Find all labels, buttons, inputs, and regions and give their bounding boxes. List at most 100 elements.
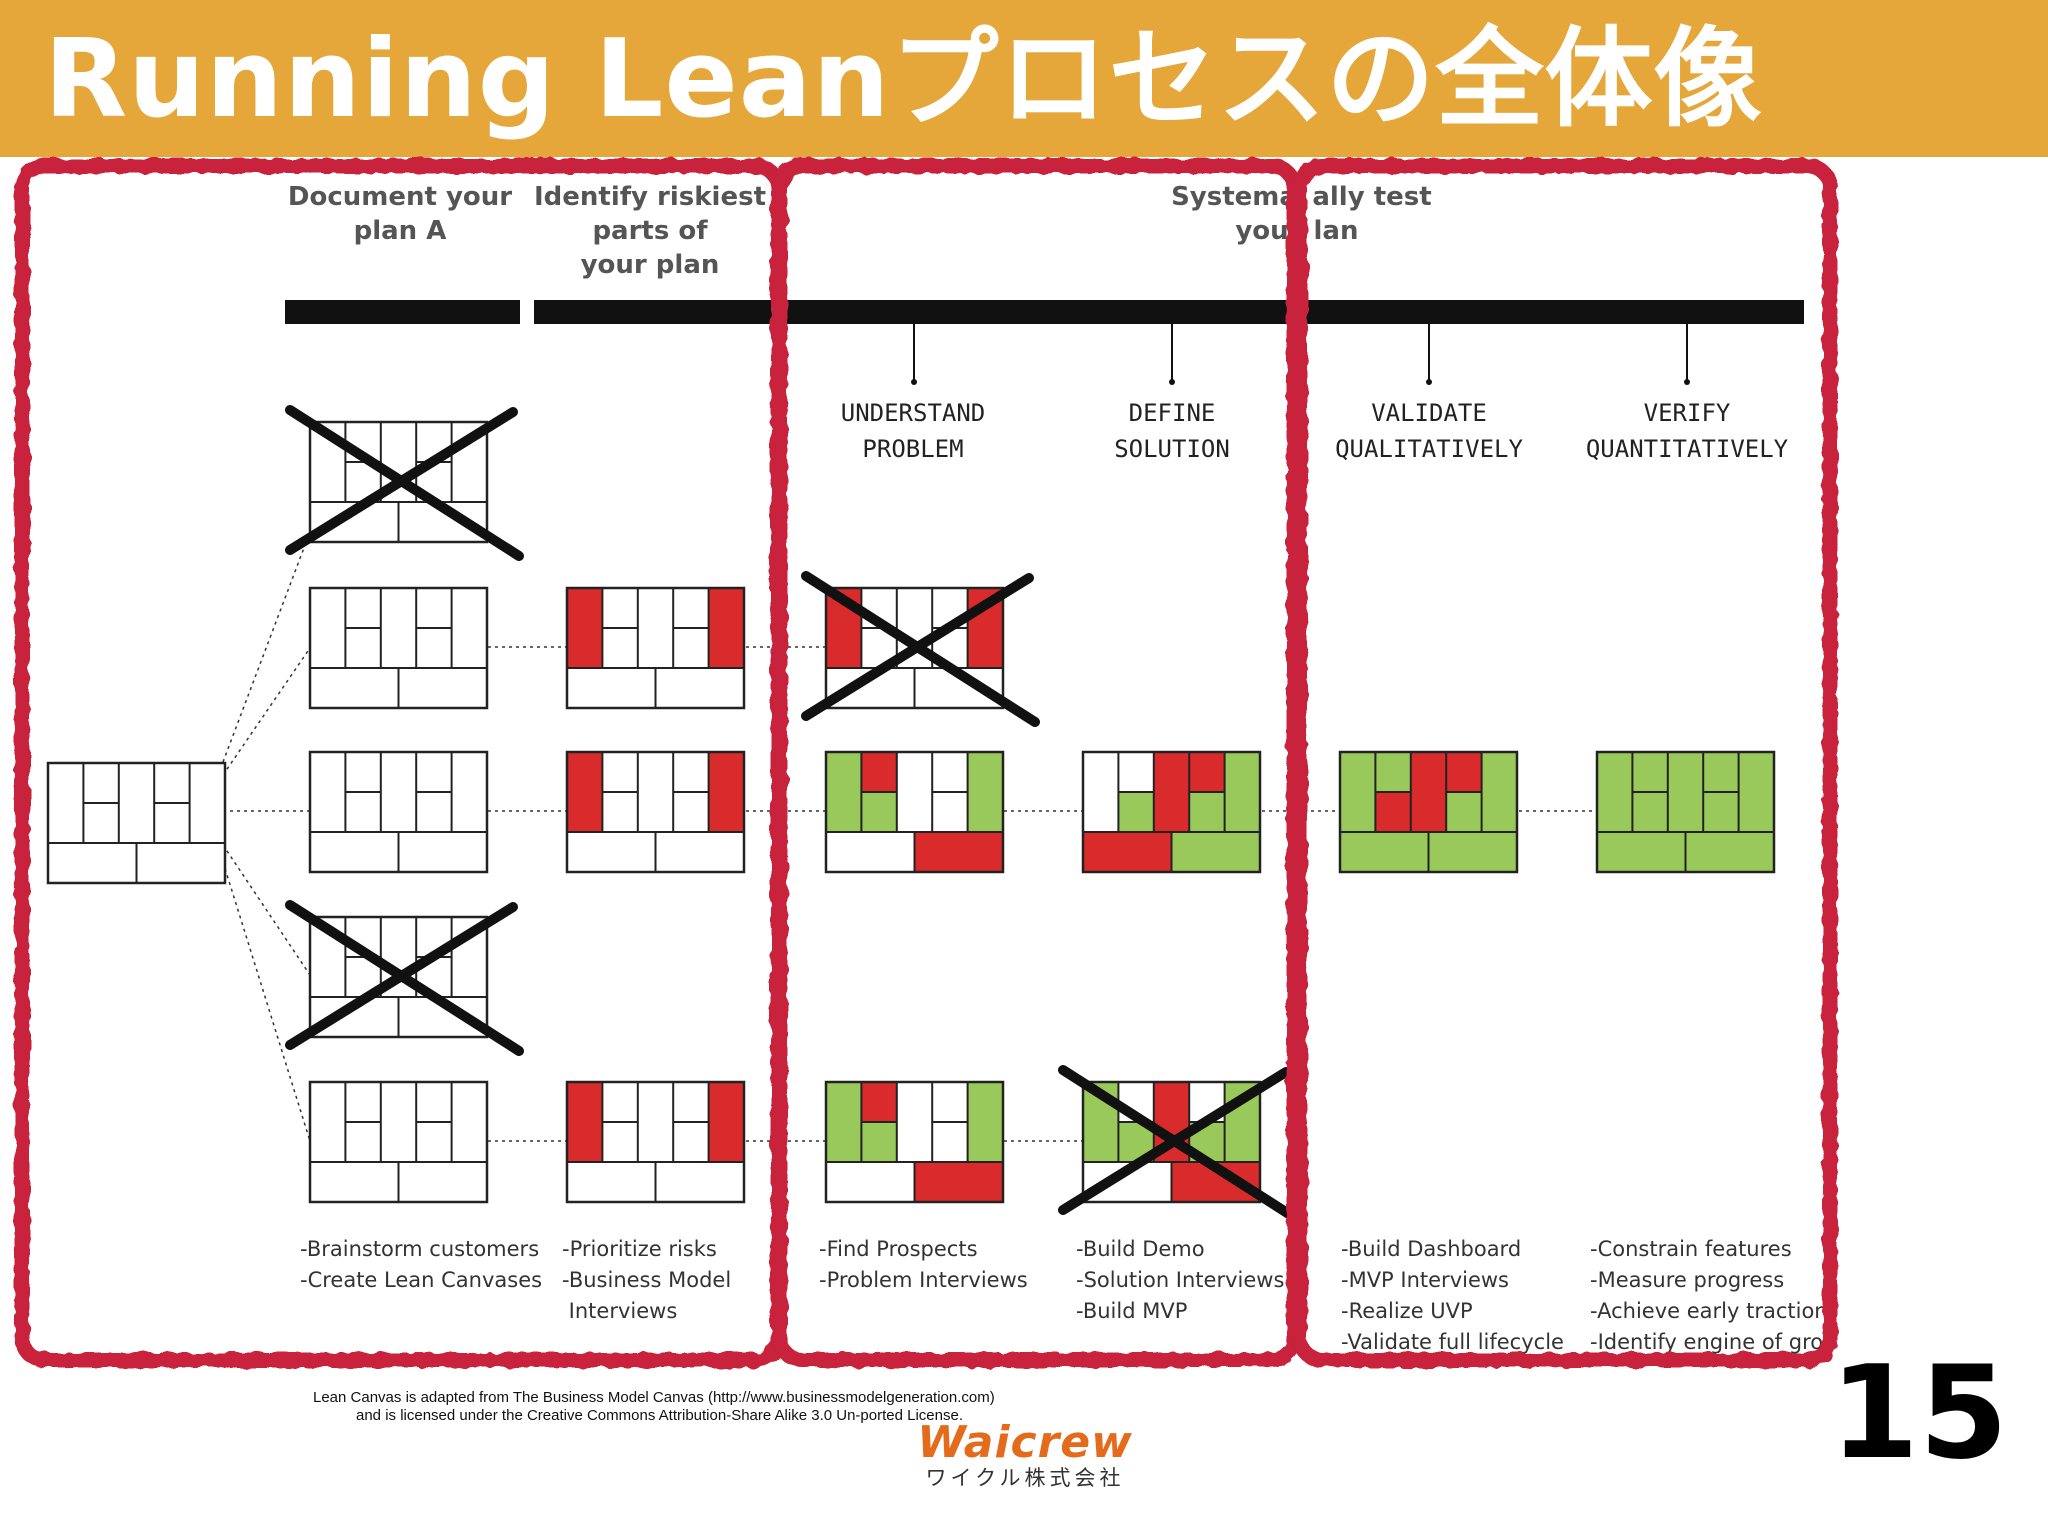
timeline-ticks — [911, 324, 1690, 385]
canvas-cell-validated — [967, 1082, 1003, 1162]
canvas-cell-validated — [1189, 792, 1225, 832]
canvas-border — [1081, 750, 1262, 874]
activity-2-line3: Interviews — [562, 1299, 677, 1323]
canvas-border — [308, 750, 489, 874]
canvas-cell-risk — [1189, 752, 1225, 792]
canvas-border — [824, 586, 1005, 710]
canvas-cell-risk — [567, 588, 603, 668]
header-identify-risks-line3: your plan — [581, 250, 720, 280]
highlight-frame-3 — [1292, 158, 1838, 1368]
cross-out-mark — [1058, 1065, 1297, 1221]
canvas-cell-risk — [708, 588, 744, 668]
highlight-frames — [14, 158, 1838, 1368]
lean-canvas-start — [46, 761, 227, 885]
canvas-cell-validated — [1171, 832, 1260, 872]
cross-out-mark — [285, 900, 524, 1056]
stage-label-4-line1: VERIFY — [1644, 399, 1731, 427]
cross-stroke-2 — [285, 407, 518, 555]
canvas-cell-risk — [1375, 792, 1411, 832]
lean-canvas-c3r2 — [801, 571, 1040, 727]
cross-stroke-2 — [1058, 1067, 1291, 1215]
canvas-border — [308, 915, 489, 1039]
activity-1-line1: -Brainstorm customers — [300, 1237, 539, 1261]
header-identify-risks-line1: Identify riskiest — [534, 182, 766, 212]
cross-stroke-2 — [801, 573, 1034, 721]
activity-6-line4: -Identify engine of gro — [1590, 1330, 1823, 1354]
canvas-cell-validated — [826, 752, 862, 832]
canvas-border — [308, 1080, 489, 1204]
lean-canvas-c2r5 — [565, 1080, 746, 1204]
timeline-bar-main — [534, 300, 1804, 324]
canvas-cell-risk — [708, 1082, 744, 1162]
canvas-cell-validated — [1446, 792, 1482, 832]
activity-4-line3: -Build MVP — [1076, 1299, 1187, 1323]
canvas-border — [824, 1080, 1005, 1204]
activity-6-line3: -Achieve early traction — [1590, 1299, 1828, 1323]
lean-canvas-c1r4 — [285, 900, 524, 1056]
canvas-cell-validated — [1481, 752, 1517, 832]
canvas-border — [824, 750, 1005, 874]
canvas-border — [1595, 750, 1776, 874]
stage-label-2-line2: SOLUTION — [1114, 435, 1230, 463]
lean-canvas-c3r5 — [824, 1080, 1005, 1204]
header-systematically-test-part3: you — [1235, 216, 1288, 246]
header-document-plan-line2: plan A — [354, 216, 447, 246]
header-systematically-test-part2: ally test — [1312, 182, 1431, 212]
logo-wordmark: Waicrew — [917, 1417, 1133, 1468]
canvas-border — [1081, 1080, 1262, 1204]
canvas-cell-validated — [1685, 832, 1774, 872]
canvas-cell-validated — [1340, 752, 1376, 832]
lean-canvas-c4r5 — [1058, 1065, 1297, 1221]
canvas-cell-validated — [1375, 752, 1411, 792]
canvas-border — [308, 586, 489, 710]
canvas-border — [565, 1080, 746, 1204]
canvas-cell-validated — [861, 792, 897, 832]
activity-5-line4: -Validate full lifecycle — [1341, 1330, 1564, 1354]
stage-label-1-line1: UNDERSTAND — [841, 399, 986, 427]
canvas-cell-validated — [1703, 752, 1739, 792]
stage-label-1-line2: PROBLEM — [862, 435, 963, 463]
canvas-cell-validated — [1703, 792, 1739, 832]
canvas-cell-validated — [1632, 792, 1668, 832]
lean-canvas-c1r5 — [308, 1080, 489, 1204]
activity-2-line2: -Business Model — [562, 1268, 731, 1292]
lean-canvas-grid — [46, 405, 1776, 1221]
activity-1-line2: -Create Lean Canvases — [300, 1268, 542, 1292]
activity-3-line1: -Find Prospects — [819, 1237, 978, 1261]
cross-out-mark — [285, 405, 524, 561]
activity-4-line1: -Build Demo — [1076, 1237, 1205, 1261]
lean-canvas-c1r3 — [308, 750, 489, 874]
activity-2-line1: -Prioritize risks — [562, 1237, 717, 1261]
footnote-line1: Lean Canvas is adapted from The Business… — [313, 1389, 995, 1406]
canvas-cell-risk — [914, 1162, 1003, 1202]
slide-title: Running Leanプロセスの全体像 — [44, 17, 1763, 142]
lean-canvas-c1r1 — [285, 405, 524, 561]
lean-canvas-c4r3 — [1081, 750, 1262, 874]
canvas-cell-risk — [861, 1082, 897, 1122]
canvas-cell-validated — [1118, 792, 1154, 832]
stage-label-3-line2: QUALITATIVELY — [1335, 435, 1523, 463]
canvas-cell-risk — [1153, 752, 1190, 832]
canvas-cell-validated — [1224, 752, 1260, 832]
lean-canvas-c6r3 — [1595, 750, 1776, 874]
canvas-cell-validated — [1340, 832, 1429, 872]
lean-canvas-c3r3 — [824, 750, 1005, 874]
header-systematically-test-part4: lan — [1314, 216, 1359, 246]
lean-canvas-c2r2 — [565, 586, 746, 710]
header-systematically-test-part1: Systema — [1171, 182, 1297, 212]
canvas-cell-risk — [567, 1082, 603, 1162]
canvas-cell-risk — [1410, 752, 1447, 832]
page-number: 15 — [1829, 1339, 2008, 1488]
canvas-cell-validated — [1632, 752, 1668, 792]
cross-stroke-2 — [285, 902, 518, 1050]
canvas-cell-risk — [861, 752, 897, 792]
activity-4-line2: -Solution Interviews — [1076, 1268, 1284, 1292]
canvas-border — [1338, 750, 1519, 874]
activity-5-line3: -Realize UVP — [1341, 1299, 1473, 1323]
canvas-cell-risk — [567, 752, 603, 832]
canvas-cell-risk — [1083, 832, 1172, 872]
lean-canvas-c1r2 — [308, 586, 489, 710]
activity-3-line2: -Problem Interviews — [819, 1268, 1028, 1292]
canvas-cell-risk — [914, 832, 1003, 872]
